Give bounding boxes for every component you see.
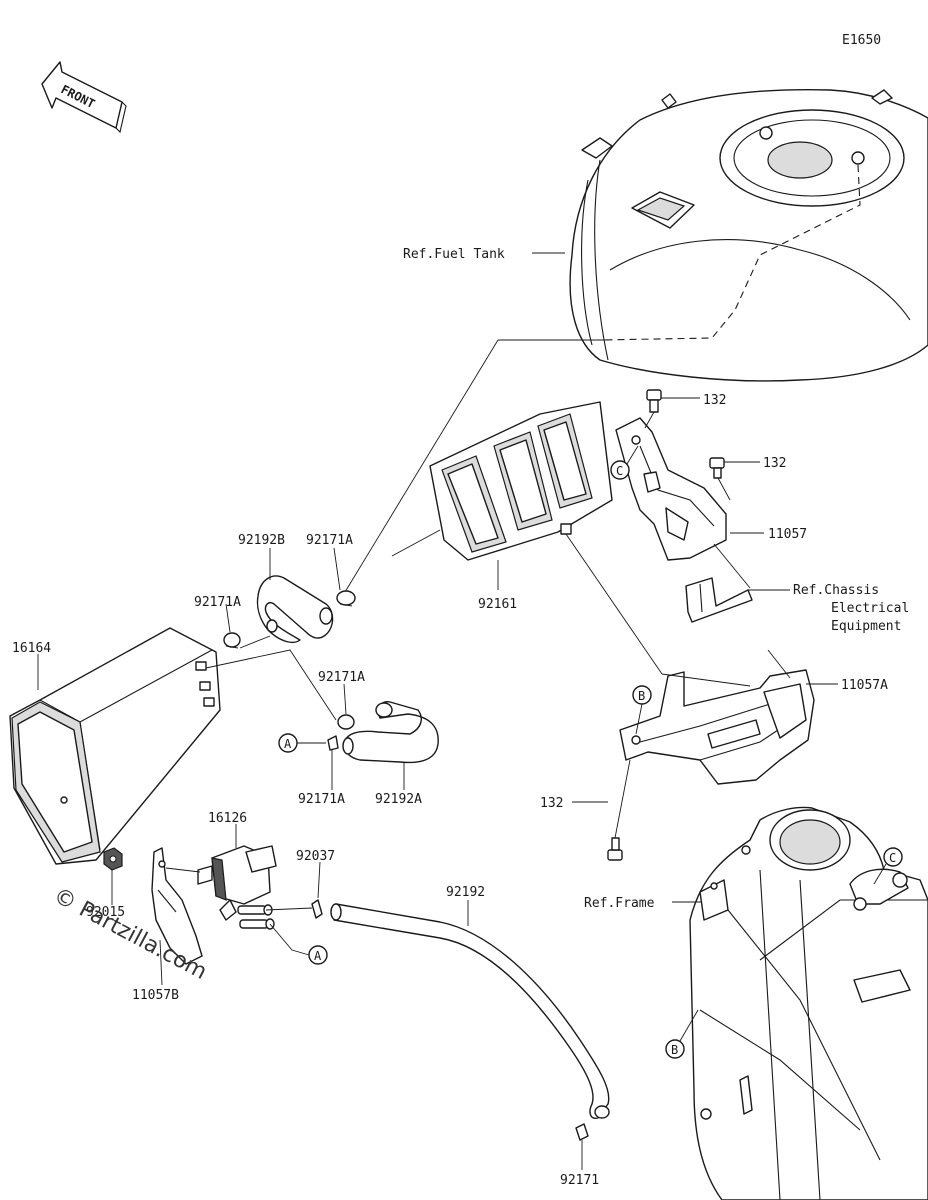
part-label-92192a: 92192A bbox=[375, 792, 422, 807]
ref-chassis-label-1: Ref.Chassis bbox=[793, 583, 879, 598]
part-label-92015: 92015 bbox=[86, 905, 125, 920]
part-label-92161: 92161 bbox=[478, 597, 517, 612]
callout-c-upper: C bbox=[616, 464, 623, 478]
panel-92161-drawing bbox=[429, 401, 613, 561]
ref-chassis-label-2: Electrical bbox=[831, 601, 909, 616]
part-label-92037: 92037 bbox=[296, 849, 335, 864]
part-label-92171a-4: 92171A bbox=[298, 792, 345, 807]
callout-a-upper: A bbox=[284, 737, 292, 751]
part-label-16164: 16164 bbox=[12, 641, 51, 656]
diagram-code: E1650 bbox=[842, 33, 881, 48]
hose-92192a-drawing bbox=[342, 701, 439, 764]
clamp-92171a-top-drawing bbox=[336, 590, 356, 607]
part-label-92171a-2: 92171A bbox=[194, 595, 241, 610]
canister-16164-drawing bbox=[9, 627, 221, 865]
part-label-92171a-1: 92171A bbox=[306, 533, 353, 548]
nut-92015-drawing bbox=[103, 847, 123, 871]
bolt-132-lower-drawing bbox=[607, 837, 623, 861]
bracket-11057-drawing bbox=[615, 417, 727, 561]
front-arrow-icon: FRONT bbox=[41, 61, 127, 134]
part-label-92171a-3: 92171A bbox=[318, 670, 365, 685]
hose-92192b-drawing bbox=[256, 575, 334, 644]
ref-fuel-tank-label: Ref.Fuel Tank bbox=[403, 247, 505, 262]
clip-92171a-low-drawing bbox=[327, 735, 339, 751]
part-label-92192b: 92192B bbox=[238, 533, 285, 548]
ref-chassis-label-3: Equipment bbox=[831, 619, 901, 634]
bolt-132-middle-drawing bbox=[709, 457, 725, 479]
hose-92192-drawing bbox=[330, 903, 610, 1119]
clamp-92171a-left-drawing bbox=[223, 632, 241, 649]
chassis-electrical-equipment-drawing bbox=[685, 577, 753, 623]
valve-16126-drawing bbox=[197, 845, 277, 930]
bolt-132-upper-drawing bbox=[646, 389, 662, 413]
part-label-11057b: 11057B bbox=[132, 988, 179, 1003]
ref-frame-label: Ref.Frame bbox=[584, 896, 655, 911]
bracket-11057a-drawing bbox=[619, 669, 815, 785]
clamp-92171-drawing bbox=[575, 1123, 589, 1141]
callout-a-lower: A bbox=[314, 949, 322, 963]
part-label-92171: 92171 bbox=[560, 1173, 599, 1188]
part-label-11057a: 11057A bbox=[841, 678, 888, 693]
part-label-132-a: 132 bbox=[703, 393, 726, 408]
bracket-11057b-drawing bbox=[151, 847, 203, 965]
callout-c-lower: C bbox=[889, 851, 896, 865]
part-label-11057: 11057 bbox=[768, 527, 807, 542]
frame-drawing bbox=[689, 806, 928, 1200]
clamp-92171a-mid-drawing bbox=[337, 714, 355, 730]
part-label-92192: 92192 bbox=[446, 885, 485, 900]
fuel-tank-drawing bbox=[569, 89, 928, 382]
callout-b-lower: B bbox=[671, 1043, 678, 1057]
part-label-132-b: 132 bbox=[763, 456, 786, 471]
part-label-132-c: 132 bbox=[540, 796, 563, 811]
part-label-16126: 16126 bbox=[208, 811, 247, 826]
callout-b-upper: B bbox=[638, 689, 645, 703]
clip-92037-drawing bbox=[311, 899, 323, 919]
